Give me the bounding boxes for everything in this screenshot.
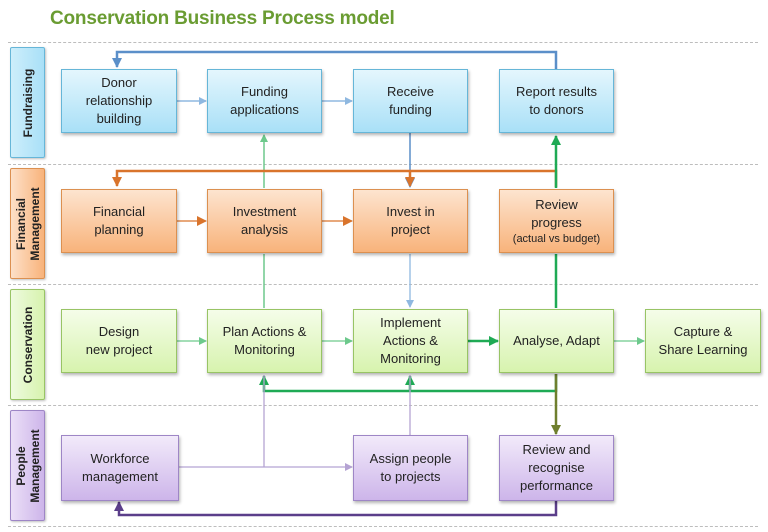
lane-separator bbox=[8, 526, 758, 527]
box-label: Analyse, Adapt bbox=[513, 333, 600, 348]
lane-separator bbox=[8, 42, 758, 43]
box-label: Review progress bbox=[531, 197, 582, 230]
box-label: Review and recognise performance bbox=[520, 442, 593, 493]
box-label: Financial planning bbox=[92, 204, 146, 237]
arrow-report-to-donor bbox=[112, 50, 558, 69]
lane-label-financial-management: Financial Management bbox=[10, 168, 45, 279]
box-review-progress[interactable]: Review progress (actual vs budget) bbox=[499, 189, 614, 253]
box-report-results-to-donors[interactable]: Report results to donors bbox=[499, 69, 614, 133]
box-label: Report results to donors bbox=[516, 84, 597, 117]
box-financial-planning[interactable]: Financial planning bbox=[61, 189, 177, 253]
box-capture-share-learning[interactable]: Capture & Share Learning bbox=[645, 309, 761, 373]
arrow-review-to-financial bbox=[112, 169, 558, 187]
box-label: Assign people to projects bbox=[369, 451, 452, 484]
box-label: Receive funding bbox=[387, 84, 434, 117]
box-assign-people-to-projects[interactable]: Assign people to projects bbox=[353, 435, 468, 501]
lane-separator bbox=[8, 284, 758, 285]
box-review-recognise-performance[interactable]: Review and recognise performance bbox=[499, 435, 614, 501]
lane-separator bbox=[8, 405, 758, 406]
box-invest-in-project[interactable]: Invest in project bbox=[353, 189, 468, 253]
box-label: Capture & Share Learning bbox=[658, 324, 748, 357]
arrow-recognise-to-workforce bbox=[114, 500, 558, 517]
page-title: Conservation Business Process model bbox=[50, 8, 395, 29]
box-note: (actual vs budget) bbox=[512, 233, 601, 245]
box-implement-actions-monitoring[interactable]: Implement Actions & Monitoring bbox=[353, 309, 468, 373]
box-label: Implement Actions & Monitoring bbox=[380, 315, 441, 366]
box-funding-applications[interactable]: Funding applications bbox=[207, 69, 322, 133]
lane-label-people-management: People Management bbox=[10, 410, 45, 521]
box-label: Invest in project bbox=[386, 204, 435, 237]
lane-label-conservation: Conservation bbox=[10, 289, 45, 400]
box-label: Plan Actions & Monitoring bbox=[222, 324, 307, 357]
lane-label-fundraising: Fundraising bbox=[10, 47, 45, 158]
box-workforce-management[interactable]: Workforce management bbox=[61, 435, 179, 501]
box-label: Workforce management bbox=[82, 451, 158, 484]
box-donor-relationship-building[interactable]: Donor relationship building bbox=[61, 69, 177, 133]
box-design-new-project[interactable]: Design new project bbox=[61, 309, 177, 373]
lane-separator bbox=[8, 164, 758, 165]
box-label: Design new project bbox=[85, 324, 153, 357]
box-label: Donor relationship building bbox=[85, 75, 153, 126]
box-investment-analysis[interactable]: Investment analysis bbox=[207, 189, 322, 253]
box-receive-funding[interactable]: Receive funding bbox=[353, 69, 468, 133]
box-content: Review progress (actual vs budget) bbox=[513, 196, 600, 246]
box-label: Investment analysis bbox=[232, 204, 297, 237]
box-label: Funding applications bbox=[230, 84, 299, 117]
box-plan-actions-monitoring[interactable]: Plan Actions & Monitoring bbox=[207, 309, 322, 373]
box-analyse-adapt[interactable]: Analyse, Adapt bbox=[499, 309, 614, 373]
